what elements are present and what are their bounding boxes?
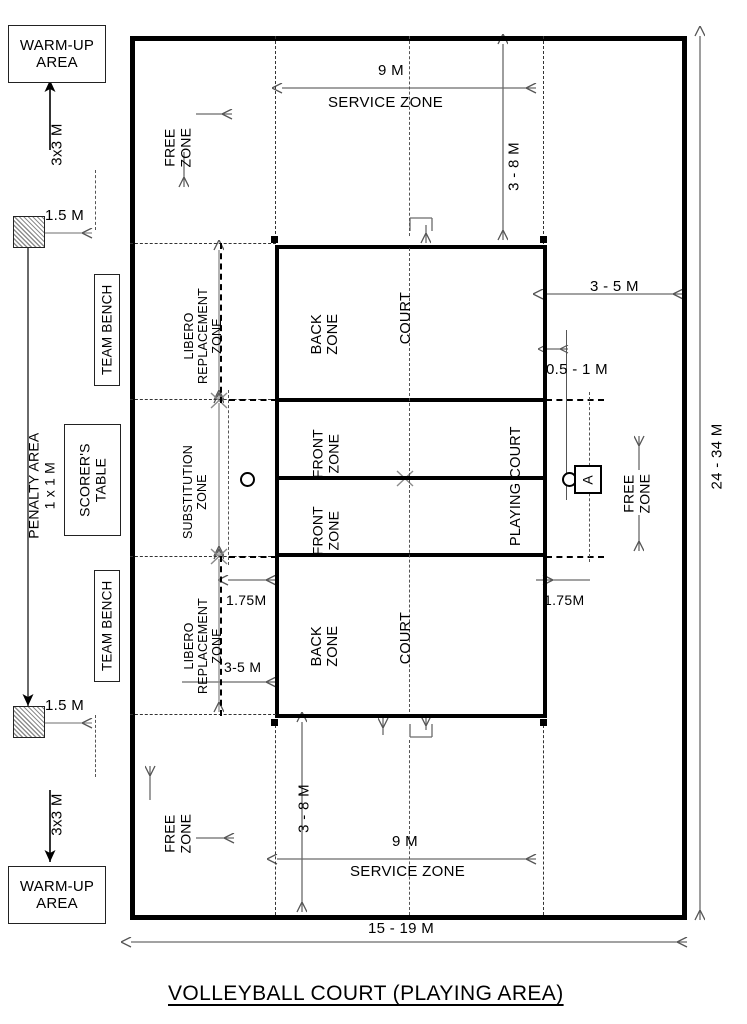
service-zone-right-extension-top	[543, 36, 544, 244]
team-bench-bottom-label: TEAM BENCH	[99, 580, 115, 672]
warmup-area-bottom: WARM-UP AREA	[8, 866, 106, 924]
free-zone-side-dim-bottom: 3-5 M	[224, 659, 262, 675]
corner-marker-bl	[271, 719, 278, 726]
bench-reference-bottom	[95, 715, 96, 777]
free-zone-label-right: FREE ZONE	[620, 473, 652, 514]
substitution-zone-label: SUBSTITUTION ZONE	[181, 444, 209, 540]
penalty-area-dim: PENALTY AREA 1 x 1 M	[25, 432, 57, 539]
zone-line-top-left	[130, 243, 276, 244]
playing-area-left-border	[130, 36, 135, 920]
antenna-reference-line	[566, 330, 567, 500]
substitution-axis	[228, 390, 229, 565]
court-label-bottom: COURT	[397, 611, 414, 665]
warmup-area-top-label: WARM-UP AREA	[19, 36, 95, 71]
attack-extension-right-upper	[546, 399, 604, 401]
attack-line-dim-bottom-right: 1.75M	[544, 592, 585, 608]
playing-area-top-border	[130, 36, 687, 41]
zone-line-bottom-left	[130, 714, 276, 715]
free-zone-label-top: FREE ZONE	[161, 127, 193, 168]
court-axis-lower	[409, 480, 410, 712]
service-zone-left-extension-top	[275, 36, 276, 244]
court-end-line-bottom	[275, 714, 547, 718]
libero-zone-label-top: LIBERO REPLACEMENT ZONE	[182, 288, 224, 384]
playing-court-label: PLAYING COURT	[507, 426, 524, 546]
court-side-line-right	[543, 245, 547, 718]
service-zone-right-extension-bottom	[543, 720, 544, 915]
penalty-area-square-bottom	[13, 706, 45, 738]
libero-boundary-upper-left	[229, 399, 277, 401]
antenna-label: A	[580, 474, 596, 485]
penalty-area-square-top	[13, 216, 45, 248]
service-zone-width-bottom: 9 M	[392, 833, 418, 850]
scorers-table: SCORER'S TABLE	[64, 424, 121, 536]
service-zone-left-extension-bottom	[275, 720, 276, 915]
attack-line-dim-bottom-left: 1.75M	[226, 592, 267, 608]
court-end-line-top	[275, 245, 547, 249]
center-axis-top	[409, 36, 410, 236]
free-zone-side-dim: 3 - 5 M	[590, 278, 639, 295]
libero-zone-label-bottom: LIBERO REPLACEMENT ZONE	[182, 598, 224, 694]
libero-zone-vertical-lower	[220, 556, 222, 716]
corner-marker-br	[540, 719, 547, 726]
antenna-offset-dim: 0.5 - 1 M	[546, 361, 608, 378]
back-zone-label-top: BACK ZONE	[308, 313, 341, 355]
service-zone-label-top: SERVICE ZONE	[328, 94, 444, 111]
overall-height-dim: 24 - 34 M	[708, 423, 726, 490]
back-zone-label-bottom: BACK ZONE	[308, 625, 341, 667]
overall-width-dim: 15 - 19 M	[368, 920, 435, 937]
free-zone-depth-bottom: 3 - 8 M	[295, 784, 313, 833]
center-axis-bottom	[409, 740, 410, 915]
team-bench-bottom: TEAM BENCH	[94, 570, 120, 682]
penalty-offset-dim-bottom: 1.5 M	[45, 697, 85, 714]
front-zone-label-bottom: FRONT ZONE	[309, 506, 341, 556]
penalty-offset-dim-top: 1.5 M	[45, 207, 85, 224]
libero-boundary-lower-left	[229, 556, 277, 558]
libero-zone-vertical-upper	[220, 243, 222, 403]
scorers-table-label: SCORER'S TABLE	[76, 443, 109, 517]
attack-extension-right-lower	[546, 556, 604, 558]
warmup-size-dim-top: 3x3 M	[48, 123, 66, 166]
free-zone-label-bottom: FREE ZONE	[161, 813, 193, 854]
page-title: VOLLEYBALL COURT (PLAYING AREA)	[168, 982, 564, 1005]
center-line	[275, 476, 547, 480]
free-zone-depth-top: 3 - 8 M	[505, 142, 523, 191]
net-post-left-marker	[240, 472, 255, 487]
warmup-area-top: WARM-UP AREA	[8, 25, 106, 83]
service-zone-label-bottom: SERVICE ZONE	[350, 863, 466, 880]
bench-reference-top	[95, 170, 96, 230]
corner-marker-tl	[271, 236, 278, 243]
playing-area-bottom-border	[130, 915, 687, 920]
warmup-area-bottom-label: WARM-UP AREA	[19, 877, 95, 912]
front-zone-label-top: FRONT ZONE	[309, 429, 341, 479]
team-bench-top: TEAM BENCH	[94, 274, 120, 386]
service-zone-width-top: 9 M	[378, 62, 404, 79]
corner-marker-tr	[540, 236, 547, 243]
team-bench-top-label: TEAM BENCH	[99, 284, 115, 376]
court-side-line-left	[275, 245, 279, 718]
court-label-top: COURT	[397, 291, 414, 345]
zone-line-mid-lower-left	[130, 556, 276, 557]
playing-area-right-border	[682, 36, 687, 920]
warmup-size-dim-bottom: 3x3 M	[48, 793, 66, 836]
attack-line-top	[275, 398, 547, 402]
zone-line-mid-upper-left	[130, 399, 276, 400]
court-axis-upper	[409, 248, 410, 476]
attack-line-bottom	[275, 553, 547, 557]
